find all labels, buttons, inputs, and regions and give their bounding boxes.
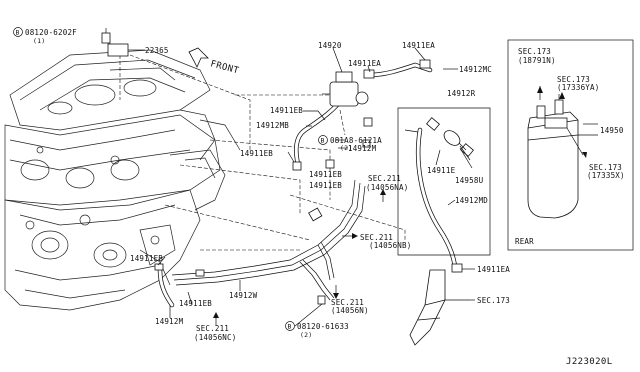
label-leaders <box>142 47 598 327</box>
label-bolt-6202F-qty: (1) <box>33 37 45 45</box>
label-14911EA-low: 14911EA <box>477 265 510 274</box>
label-14912W: 14912W <box>229 291 258 300</box>
label-bolt-6121A-qty: (2) <box>340 144 352 152</box>
label-sec211-a-ref: (14056NA) <box>366 183 408 192</box>
sensor-bracket <box>101 28 142 57</box>
inset-box-14912R <box>397 107 491 256</box>
svg-text:B: B <box>16 29 20 37</box>
label-14911EB-a: 14911EB <box>270 106 303 115</box>
label-14911EB-d: 14911EB <box>309 181 342 190</box>
label-14912M-low: 14912M <box>155 317 184 326</box>
label-14911EA-mid: 14911EA <box>348 59 381 68</box>
label-front: FRONT <box>209 59 240 76</box>
label-sec211-d: SEC.211 <box>196 324 229 333</box>
diagram-code: J223020L <box>566 357 613 367</box>
label-sec173-1: SEC.173 <box>518 47 551 56</box>
label-14912MD: 14912MD <box>455 196 488 205</box>
purge-control-valve <box>322 59 431 127</box>
label-14911EB-c: 14911EB <box>309 170 342 179</box>
label-14911EB-e: 14911EB <box>130 254 163 263</box>
label-bolt-6202F: 08120-6202F <box>25 28 77 37</box>
label-sec211-d-ref: (14056NC) <box>194 333 236 342</box>
svg-text:B: B <box>321 137 325 145</box>
label-14911E: 14911E <box>427 166 456 175</box>
label-14911EA-top: 14911EA <box>402 41 435 50</box>
label-sec173-2-ref: (17336YA) <box>557 83 599 92</box>
label-sec173-3-ref: (17335X) <box>587 171 625 180</box>
bolt-circle-icon <box>318 135 328 145</box>
label-sec211-b: SEC.211 <box>360 233 393 242</box>
label-14912M-top: 14912M <box>348 144 377 153</box>
tube-bundle <box>154 159 366 301</box>
bolt-circle-icon <box>13 27 23 37</box>
label-sec173-3: SEC.173 <box>589 163 622 172</box>
label-14950: 14950 <box>600 126 624 135</box>
label-bolt-61633: 08120-61633 <box>297 322 349 331</box>
check-valve <box>426 117 474 161</box>
bolt-circle-icon <box>285 321 295 331</box>
label-14912MB: 14912MB <box>256 121 289 130</box>
engine-illustration <box>4 49 241 311</box>
labels: B 08120-6202F (1) 22365 FRONT 14920 1491… <box>13 27 625 367</box>
label-sec211-c-ref: (14056N) <box>331 306 369 315</box>
label-sec211-c: SEC.211 <box>331 298 364 307</box>
lower-bracket <box>409 263 470 346</box>
leader-lines <box>119 54 406 251</box>
label-14912R: 14912R <box>447 89 476 98</box>
label-sec173-2: SEC.173 <box>557 75 590 84</box>
label-sec173-low: SEC.173 <box>477 296 510 305</box>
label-sec173-1-ref: (18791N) <box>518 56 556 65</box>
label-14912MC: 14912MC <box>459 65 492 74</box>
label-sec211-a: SEC.211 <box>368 174 401 183</box>
label-sec211-b-ref: (14056NB) <box>369 241 411 250</box>
label-14958U: 14958U <box>455 176 483 185</box>
hose-lines <box>157 62 458 308</box>
label-14911EB-b: 14911EB <box>240 149 273 158</box>
rear-canister-box <box>507 39 634 251</box>
arrows <box>188 47 587 326</box>
label-22365: 22365 <box>145 46 169 55</box>
label-bolt-6121A: 081A8-6121A <box>330 136 382 145</box>
label-rear: REAR <box>515 237 534 246</box>
label-14911EB-f: 14911EB <box>179 299 212 308</box>
label-bolt-61633-qty: (2) <box>300 331 312 339</box>
svg-text:B: B <box>288 323 292 331</box>
label-14920: 14920 <box>318 41 342 50</box>
